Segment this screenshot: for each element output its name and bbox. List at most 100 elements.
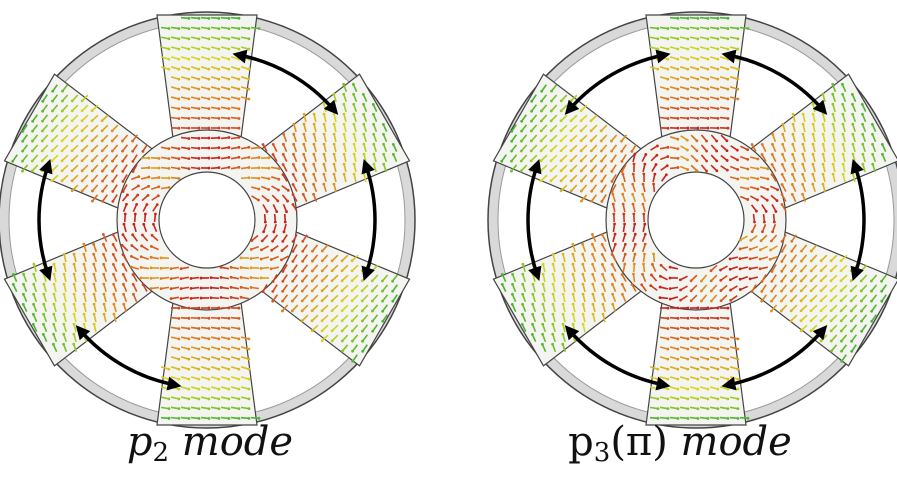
field-arrow-head bbox=[707, 17, 710, 20]
field-arrow-head bbox=[323, 153, 326, 156]
field-arrow-head bbox=[121, 150, 124, 153]
field-arrow-head bbox=[111, 200, 114, 203]
field-arrow-head bbox=[371, 269, 374, 272]
field-arrow-head bbox=[687, 327, 690, 330]
field-arrow-head bbox=[726, 368, 729, 371]
field-arrow-head bbox=[91, 180, 94, 183]
field-arrow-head bbox=[227, 358, 230, 361]
field-arrow-head bbox=[208, 337, 211, 340]
field-arrow-head bbox=[542, 293, 545, 296]
field-arrow-head bbox=[227, 68, 230, 71]
field-arrow-head bbox=[124, 213, 127, 216]
field-arrow-head bbox=[715, 160, 718, 163]
field-arrow-head bbox=[361, 330, 364, 333]
field-arrow-head bbox=[780, 300, 783, 303]
field-arrow-head bbox=[71, 189, 74, 192]
field-arrow-head bbox=[560, 189, 563, 192]
field-arrow-head bbox=[719, 269, 722, 272]
field-arrow-head bbox=[351, 279, 354, 282]
field-arrow-head bbox=[749, 239, 752, 242]
field-arrow-head bbox=[790, 240, 793, 243]
field-arrow-head bbox=[302, 173, 305, 176]
field-arrow-head bbox=[677, 337, 680, 340]
p2-mode-caption: p2 mode bbox=[60, 412, 360, 472]
field-arrow-head bbox=[248, 156, 251, 159]
field-arrow-head bbox=[152, 223, 155, 226]
field-arrow-head bbox=[278, 167, 281, 170]
field-arrow-head bbox=[717, 337, 720, 340]
field-arrow-head bbox=[739, 267, 742, 270]
field-arrow-head bbox=[623, 223, 626, 226]
field-arrow-head bbox=[696, 58, 699, 61]
field-arrow-head bbox=[187, 398, 190, 401]
field-arrow-head bbox=[342, 103, 345, 106]
field-arrow-head bbox=[771, 163, 774, 166]
field-arrow-head bbox=[666, 348, 669, 351]
field-arrow-head bbox=[136, 194, 139, 197]
field-arrow-head bbox=[141, 234, 144, 237]
field-arrow-head bbox=[530, 110, 533, 113]
field-arrow-head bbox=[71, 139, 74, 142]
field-arrow-head bbox=[198, 117, 201, 120]
field-arrow-head bbox=[621, 273, 624, 276]
field-arrow-head bbox=[177, 48, 180, 51]
field-arrow-head bbox=[73, 273, 76, 276]
field-arrow-head bbox=[282, 143, 285, 146]
p2-mode-resonator bbox=[0, 12, 415, 428]
field-arrow-head bbox=[167, 68, 170, 71]
field-arrow-head bbox=[247, 48, 250, 51]
field-arrow-head bbox=[190, 277, 193, 280]
field-arrow-head bbox=[52, 323, 55, 326]
field-arrow-head bbox=[53, 283, 56, 286]
field-arrow-head bbox=[532, 273, 535, 276]
field-arrow-head bbox=[341, 279, 344, 282]
field-arrow-head bbox=[150, 287, 153, 290]
field-arrow-head bbox=[736, 378, 739, 381]
field-arrow-head bbox=[686, 378, 689, 381]
field-arrow-head bbox=[769, 249, 772, 252]
field-arrow-head bbox=[217, 48, 220, 51]
field-arrow-head bbox=[870, 300, 873, 303]
field-arrow-head bbox=[640, 283, 643, 286]
field-arrow-head bbox=[820, 289, 823, 292]
field-arrow-head bbox=[237, 98, 240, 101]
field-arrow-head bbox=[781, 250, 784, 253]
field-arrow-head bbox=[198, 147, 201, 150]
field-arrow-head bbox=[686, 48, 689, 51]
field-arrow-head bbox=[501, 283, 504, 286]
field-arrow-head bbox=[101, 150, 104, 153]
field-arrow-head bbox=[248, 407, 251, 410]
field-arrow-head bbox=[790, 260, 793, 263]
field-arrow-head bbox=[363, 153, 366, 156]
field-arrow-head bbox=[168, 157, 171, 160]
field-arrow-head bbox=[739, 257, 742, 260]
field-arrow-head bbox=[830, 350, 833, 353]
field-arrow-head bbox=[705, 170, 708, 173]
field-arrow-head bbox=[822, 133, 825, 136]
field-arrow-head bbox=[72, 343, 75, 346]
field-arrow-head bbox=[83, 263, 86, 266]
field-arrow-head bbox=[198, 27, 201, 30]
field-arrow-head bbox=[41, 100, 44, 103]
field-arrow-head bbox=[770, 300, 773, 303]
field-arrow-head bbox=[521, 273, 524, 276]
field-arrow-head bbox=[716, 388, 719, 391]
field-arrow-head bbox=[311, 289, 314, 292]
field-arrow-head bbox=[62, 343, 65, 346]
field-arrow-head bbox=[760, 239, 763, 242]
field-arrow-head bbox=[716, 88, 719, 91]
field-arrow-head bbox=[644, 233, 647, 236]
field-arrow-head bbox=[247, 338, 250, 341]
field-arrow-head bbox=[208, 117, 211, 120]
field-arrow-head bbox=[42, 303, 45, 306]
field-arrow-head bbox=[32, 313, 35, 316]
field-arrow-head bbox=[726, 378, 729, 381]
field-arrow-head bbox=[687, 117, 690, 120]
field-arrow-head bbox=[720, 289, 723, 292]
field-arrow-head bbox=[686, 388, 689, 391]
field-arrow-head bbox=[531, 323, 534, 326]
field-arrow-head bbox=[122, 273, 125, 276]
field-arrow-head bbox=[331, 319, 334, 322]
field-arrow-head bbox=[679, 278, 682, 281]
field-arrow-head bbox=[302, 183, 305, 186]
